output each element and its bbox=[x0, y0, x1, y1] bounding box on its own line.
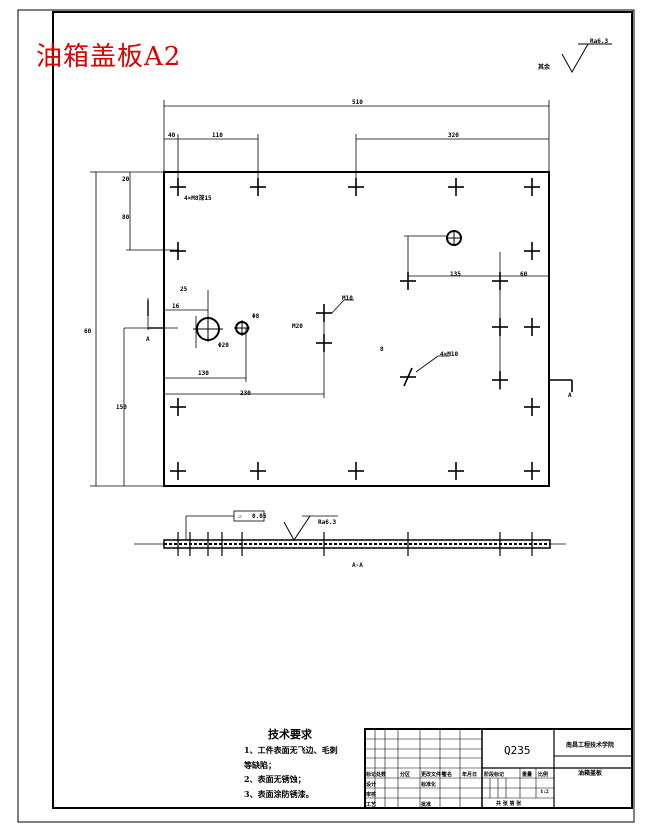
section-marker-right bbox=[549, 379, 573, 392]
dim-80: 80 bbox=[122, 214, 130, 221]
section-marker-left bbox=[147, 300, 164, 329]
tech-requirement-2: 2、表面无锈蚀； bbox=[244, 774, 306, 784]
dim-40: 40 bbox=[168, 132, 176, 139]
tech-requirements-heading: 技术要求 bbox=[268, 728, 312, 741]
dim-4m10: 4×M10 bbox=[440, 351, 459, 358]
roughness-prefix: 其余 bbox=[538, 64, 551, 71]
tb-label-weight: 重量 bbox=[522, 772, 533, 778]
dim-thread-note: 4×M8深15 bbox=[184, 195, 212, 202]
tb-label-process: 工艺 bbox=[366, 802, 377, 808]
dim-320: 320 bbox=[448, 132, 459, 139]
dim-16: 16 bbox=[172, 303, 180, 310]
tb-label-count: 处数 bbox=[376, 772, 387, 778]
dim-230: 230 bbox=[240, 390, 251, 397]
dim-phi8: Φ8 bbox=[252, 313, 260, 320]
tb-label-design: 设计 bbox=[366, 782, 377, 788]
outer-border bbox=[17, 9, 635, 823]
tb-label-stage: 阶段标记 bbox=[484, 772, 505, 778]
tb-label-scale: 比例 bbox=[538, 772, 549, 778]
dim-m10: M10 bbox=[342, 295, 353, 302]
inner-border bbox=[52, 11, 633, 809]
section-roughness: Ra6.3 bbox=[318, 519, 337, 526]
tb-label-sheets: 共 张 第 张 bbox=[496, 801, 522, 807]
tb-label-change: 更改文件号 bbox=[421, 772, 447, 778]
tb-label-date: 年月日 bbox=[462, 772, 478, 778]
dim-25: 25 bbox=[180, 286, 188, 293]
section-marker-a-right: A bbox=[568, 392, 572, 399]
dim-130: 130 bbox=[198, 370, 209, 377]
tech-requirement-1b: 等缺陷； bbox=[244, 760, 276, 770]
tb-label-sign: 签名 bbox=[442, 772, 453, 778]
school-name: 南昌工程技术学院 bbox=[566, 742, 615, 749]
section-label: A-A bbox=[352, 562, 363, 569]
section-view bbox=[134, 510, 566, 556]
dim-height: 60 bbox=[84, 328, 92, 335]
top-dimensions bbox=[163, 100, 550, 190]
tolerance-symbol: ▱ bbox=[238, 513, 242, 520]
roughness-symbol bbox=[561, 43, 612, 74]
dim-20: 20 bbox=[122, 176, 130, 183]
roughness-value: Ra6.3 bbox=[590, 38, 609, 45]
section-marker-a-left: A bbox=[146, 336, 150, 343]
tb-label-mark: 标记 bbox=[366, 772, 377, 778]
interior-dimensions bbox=[164, 235, 549, 398]
dim-110: 110 bbox=[212, 132, 223, 139]
tb-label-standard: 标准化 bbox=[421, 782, 437, 788]
hole-marks bbox=[170, 178, 540, 480]
dim-150: 150 bbox=[116, 404, 127, 411]
drawing-title: 油箱盖板A2 bbox=[36, 42, 182, 72]
dim-total-width: 510 bbox=[352, 99, 363, 106]
tech-requirement-3: 3、表面涂防锈漆。 bbox=[244, 789, 314, 799]
tolerance-value: 0.05 bbox=[252, 513, 267, 520]
tech-requirement-1: 1、工件表面无飞边、毛刺 bbox=[244, 745, 338, 755]
title-block bbox=[364, 728, 633, 809]
dim-135: 135 bbox=[450, 271, 461, 278]
tb-label-review: 审核 bbox=[366, 792, 377, 798]
material-label: Q235 bbox=[504, 744, 531, 757]
part-name: 油箱盖板 bbox=[578, 770, 603, 777]
scale-value: 1:2 bbox=[540, 789, 549, 795]
dim-phi20: Φ20 bbox=[218, 342, 229, 349]
dim-m20: M20 bbox=[292, 323, 303, 330]
dim-8: 8 bbox=[380, 346, 384, 353]
tb-label-zone: 分区 bbox=[400, 772, 411, 778]
tb-label-approve: 批准 bbox=[421, 802, 432, 808]
plate-outline bbox=[163, 171, 550, 487]
dim-60b: 60 bbox=[520, 271, 528, 278]
